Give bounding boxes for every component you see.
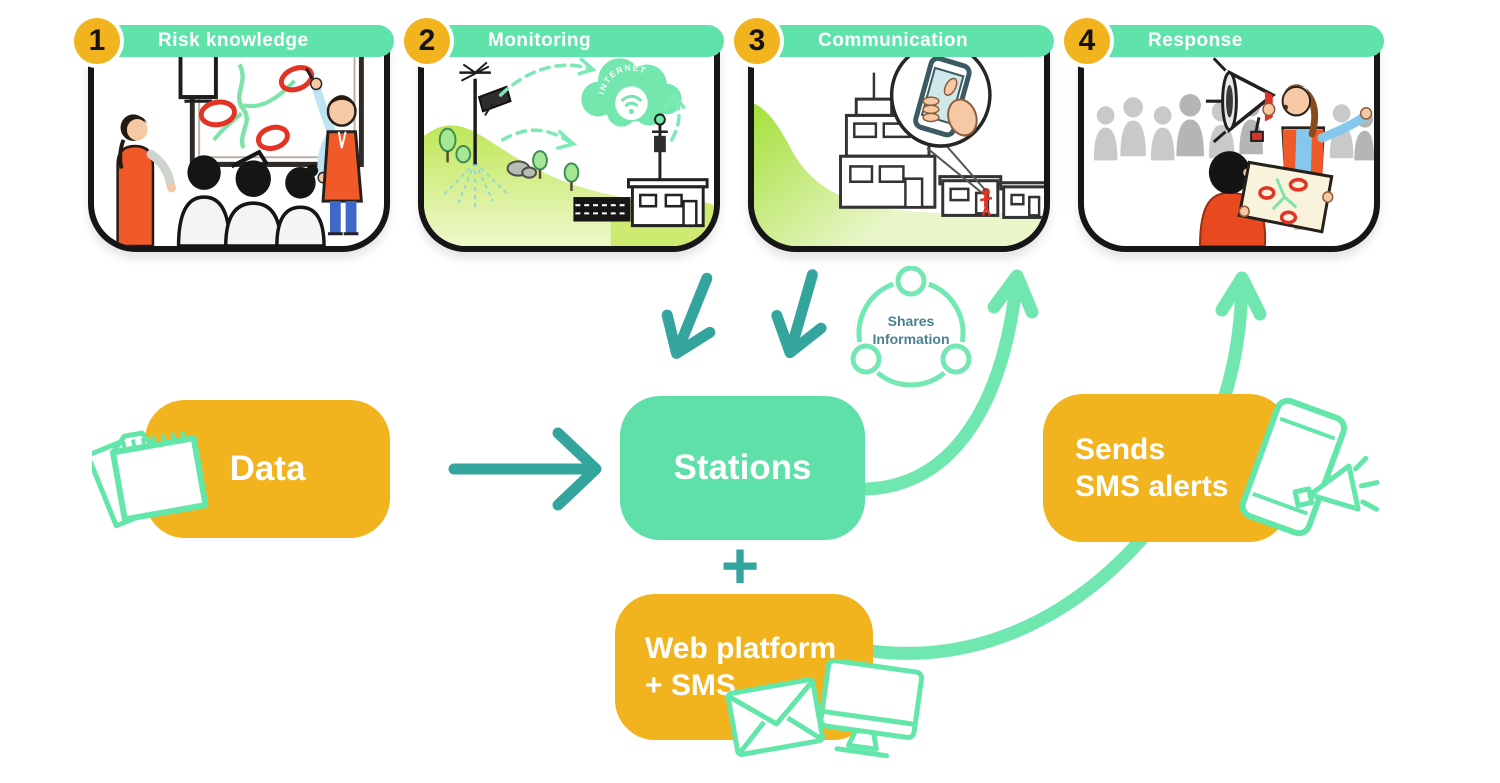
phone-inset (889, 42, 992, 148)
step-number: 2 (418, 24, 436, 57)
audience-figures (116, 114, 326, 246)
folder-icon (92, 430, 209, 529)
plus-label: + (720, 528, 760, 602)
risk-knowledge-illustration (116, 42, 364, 246)
panel-title: Monitoring (488, 30, 592, 51)
web-platform-label-line2: + SMS (645, 669, 736, 702)
envelope-icon (726, 677, 825, 757)
callout-line (926, 145, 987, 194)
alert-person (979, 187, 993, 216)
sends-label-line1: Sends (1075, 432, 1166, 466)
shares-line1: Shares (887, 313, 935, 329)
communication-illustration (754, 42, 1044, 246)
response-illustration (1093, 57, 1374, 246)
internet-cloud-icon: INTERNET (581, 58, 682, 127)
panel-header-risk-knowledge: Risk knowledge (94, 25, 394, 57)
data-box-label: Data (229, 449, 306, 488)
panel-title: Risk knowledge (158, 30, 309, 51)
panel-frame: INTERNET (418, 42, 720, 252)
step-number: 3 (748, 24, 766, 57)
map-reader-figure (1199, 151, 1334, 246)
presenter-figure (305, 67, 364, 236)
stations-box: Stations (620, 396, 865, 540)
panel-header-communication: Communication (754, 25, 1054, 57)
panel-response: 4 Response (1064, 18, 1386, 252)
step-badge-2: 2 (404, 18, 450, 64)
step-badge-3: 3 (734, 18, 780, 64)
sends-label-line2: SMS alerts (1075, 470, 1229, 503)
panel-risk-knowledge: 1 Risk knowledge (74, 18, 396, 252)
panel-frame (88, 42, 390, 252)
panel-title: Response (1148, 30, 1243, 51)
panel-frame (748, 42, 1050, 252)
step-number: 1 (88, 24, 106, 57)
panel-frame (1078, 42, 1380, 252)
trees-rocks (438, 127, 580, 191)
share-network-icon: Shares Information (840, 265, 982, 408)
web-platform-label-line1: Web platform (645, 631, 837, 665)
stations-box-label: Stations (673, 448, 812, 487)
share-network-rings (850, 265, 972, 388)
monitoring-illustration: INTERNET (424, 57, 714, 246)
panel-title: Communication (818, 30, 969, 51)
arrow-communication-to-stations-icon (771, 269, 827, 359)
step-badge-4: 4 (1064, 18, 1110, 64)
panel-header-response: Response (1084, 25, 1384, 57)
monitor-icon (818, 660, 925, 759)
panel-communication: 3 Communication (734, 18, 1056, 252)
step-badge-1: 1 (74, 18, 120, 64)
hill (754, 103, 1044, 246)
panel-monitoring: 2 Monitoring (404, 18, 726, 252)
megaphone-small-icon (1292, 455, 1380, 512)
dashed-data-arrows (498, 57, 686, 150)
panel-header-monitoring: Monitoring (424, 25, 724, 57)
arrow-data-to-stations-icon (448, 427, 602, 511)
shares-line2: Information (872, 331, 950, 348)
megaphone-icon (1205, 57, 1276, 144)
phone-alert-icon (1239, 398, 1380, 537)
monitoring-station-building (573, 113, 709, 228)
curve-stations-to-communication-icon (849, 269, 1039, 496)
step-number: 4 (1078, 24, 1096, 57)
plus-sign: + (703, 532, 777, 598)
sends-sms-alerts-box: Sends SMS alerts (1043, 394, 1289, 542)
shares-information-label: Shares Information (840, 312, 982, 348)
arrow-monitoring-to-stations-icon (661, 272, 716, 359)
